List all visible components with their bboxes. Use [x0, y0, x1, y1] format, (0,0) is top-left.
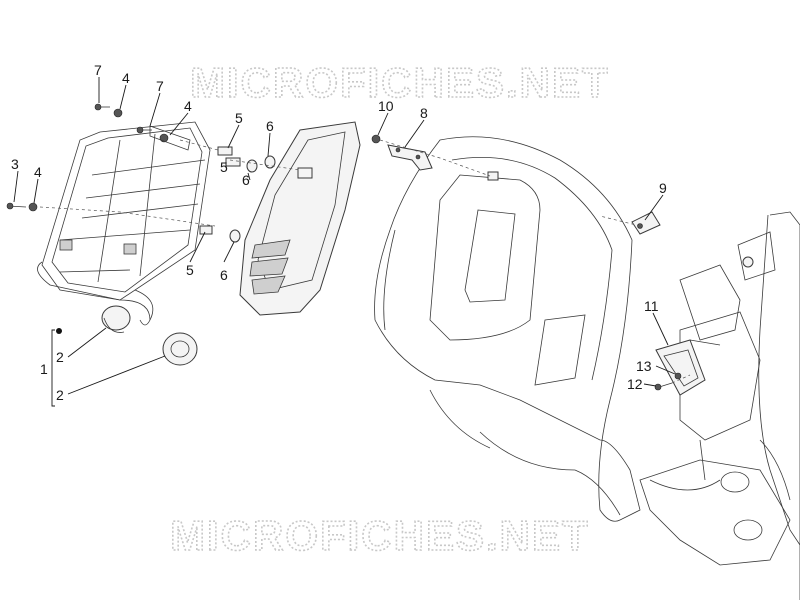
bracket-mid [149, 125, 191, 151]
callout-6-c: 6 [220, 267, 228, 283]
callout-4-left: 4 [34, 164, 42, 180]
luggage-rack [37, 121, 211, 326]
bracket-8 [387, 144, 433, 171]
screw-3 [6, 202, 27, 210]
callout-9: 9 [659, 180, 667, 196]
rubber-pad-large [162, 332, 198, 366]
callout-5-c: 5 [186, 262, 194, 278]
rubber-pad-small [101, 305, 131, 333]
assembly-line-d [599, 215, 641, 227]
spacer-5-a [217, 146, 233, 156]
watermark-bottom: MICROFICHES.NET [170, 512, 590, 559]
callout-13: 13 [636, 358, 652, 374]
callout-10: 10 [378, 98, 394, 114]
nut-4-top [113, 108, 123, 118]
spacer-5-b [225, 157, 241, 167]
washer-6-a [246, 159, 258, 173]
callout-6-a: 6 [266, 118, 274, 134]
callout-3: 3 [11, 156, 19, 172]
callout-2-b: 2 [56, 387, 64, 403]
legshield-panel [374, 136, 641, 522]
leader-lines [13, 77, 676, 407]
washer-6-c [229, 229, 241, 243]
clip-9 [631, 211, 661, 235]
callout-4-top: 4 [122, 70, 130, 86]
callout-4-mid: 4 [184, 98, 192, 114]
screw-12 [654, 382, 673, 391]
callout-11: 11 [644, 298, 659, 314]
callout-5-a: 5 [235, 110, 243, 126]
callout-5-b: 5 [220, 159, 228, 175]
screw-7-top [94, 103, 110, 111]
callout-2-a: 2 [56, 349, 64, 365]
callout-6-b: 6 [242, 172, 250, 188]
watermark-top: MICROFICHES.NET [190, 59, 610, 106]
spacer-5-c [199, 225, 213, 235]
washer-6-b [264, 155, 276, 169]
front-center-cover [239, 121, 361, 316]
callout-1: 1 [40, 361, 48, 377]
callout-7-top: 7 [94, 62, 102, 78]
frame-steering-column [639, 211, 800, 600]
assembly-line-a [39, 206, 216, 227]
callout-7-mid: 7 [156, 78, 164, 94]
horn-bracket-11 [655, 339, 721, 396]
nut-10 [371, 134, 381, 144]
nut-4-left [28, 202, 38, 212]
callout-8: 8 [420, 105, 428, 121]
assembly-line-c [379, 139, 491, 177]
callout-12: 12 [627, 376, 643, 392]
spring-washer-13 [674, 372, 682, 380]
assembly-line-e [179, 139, 219, 151]
